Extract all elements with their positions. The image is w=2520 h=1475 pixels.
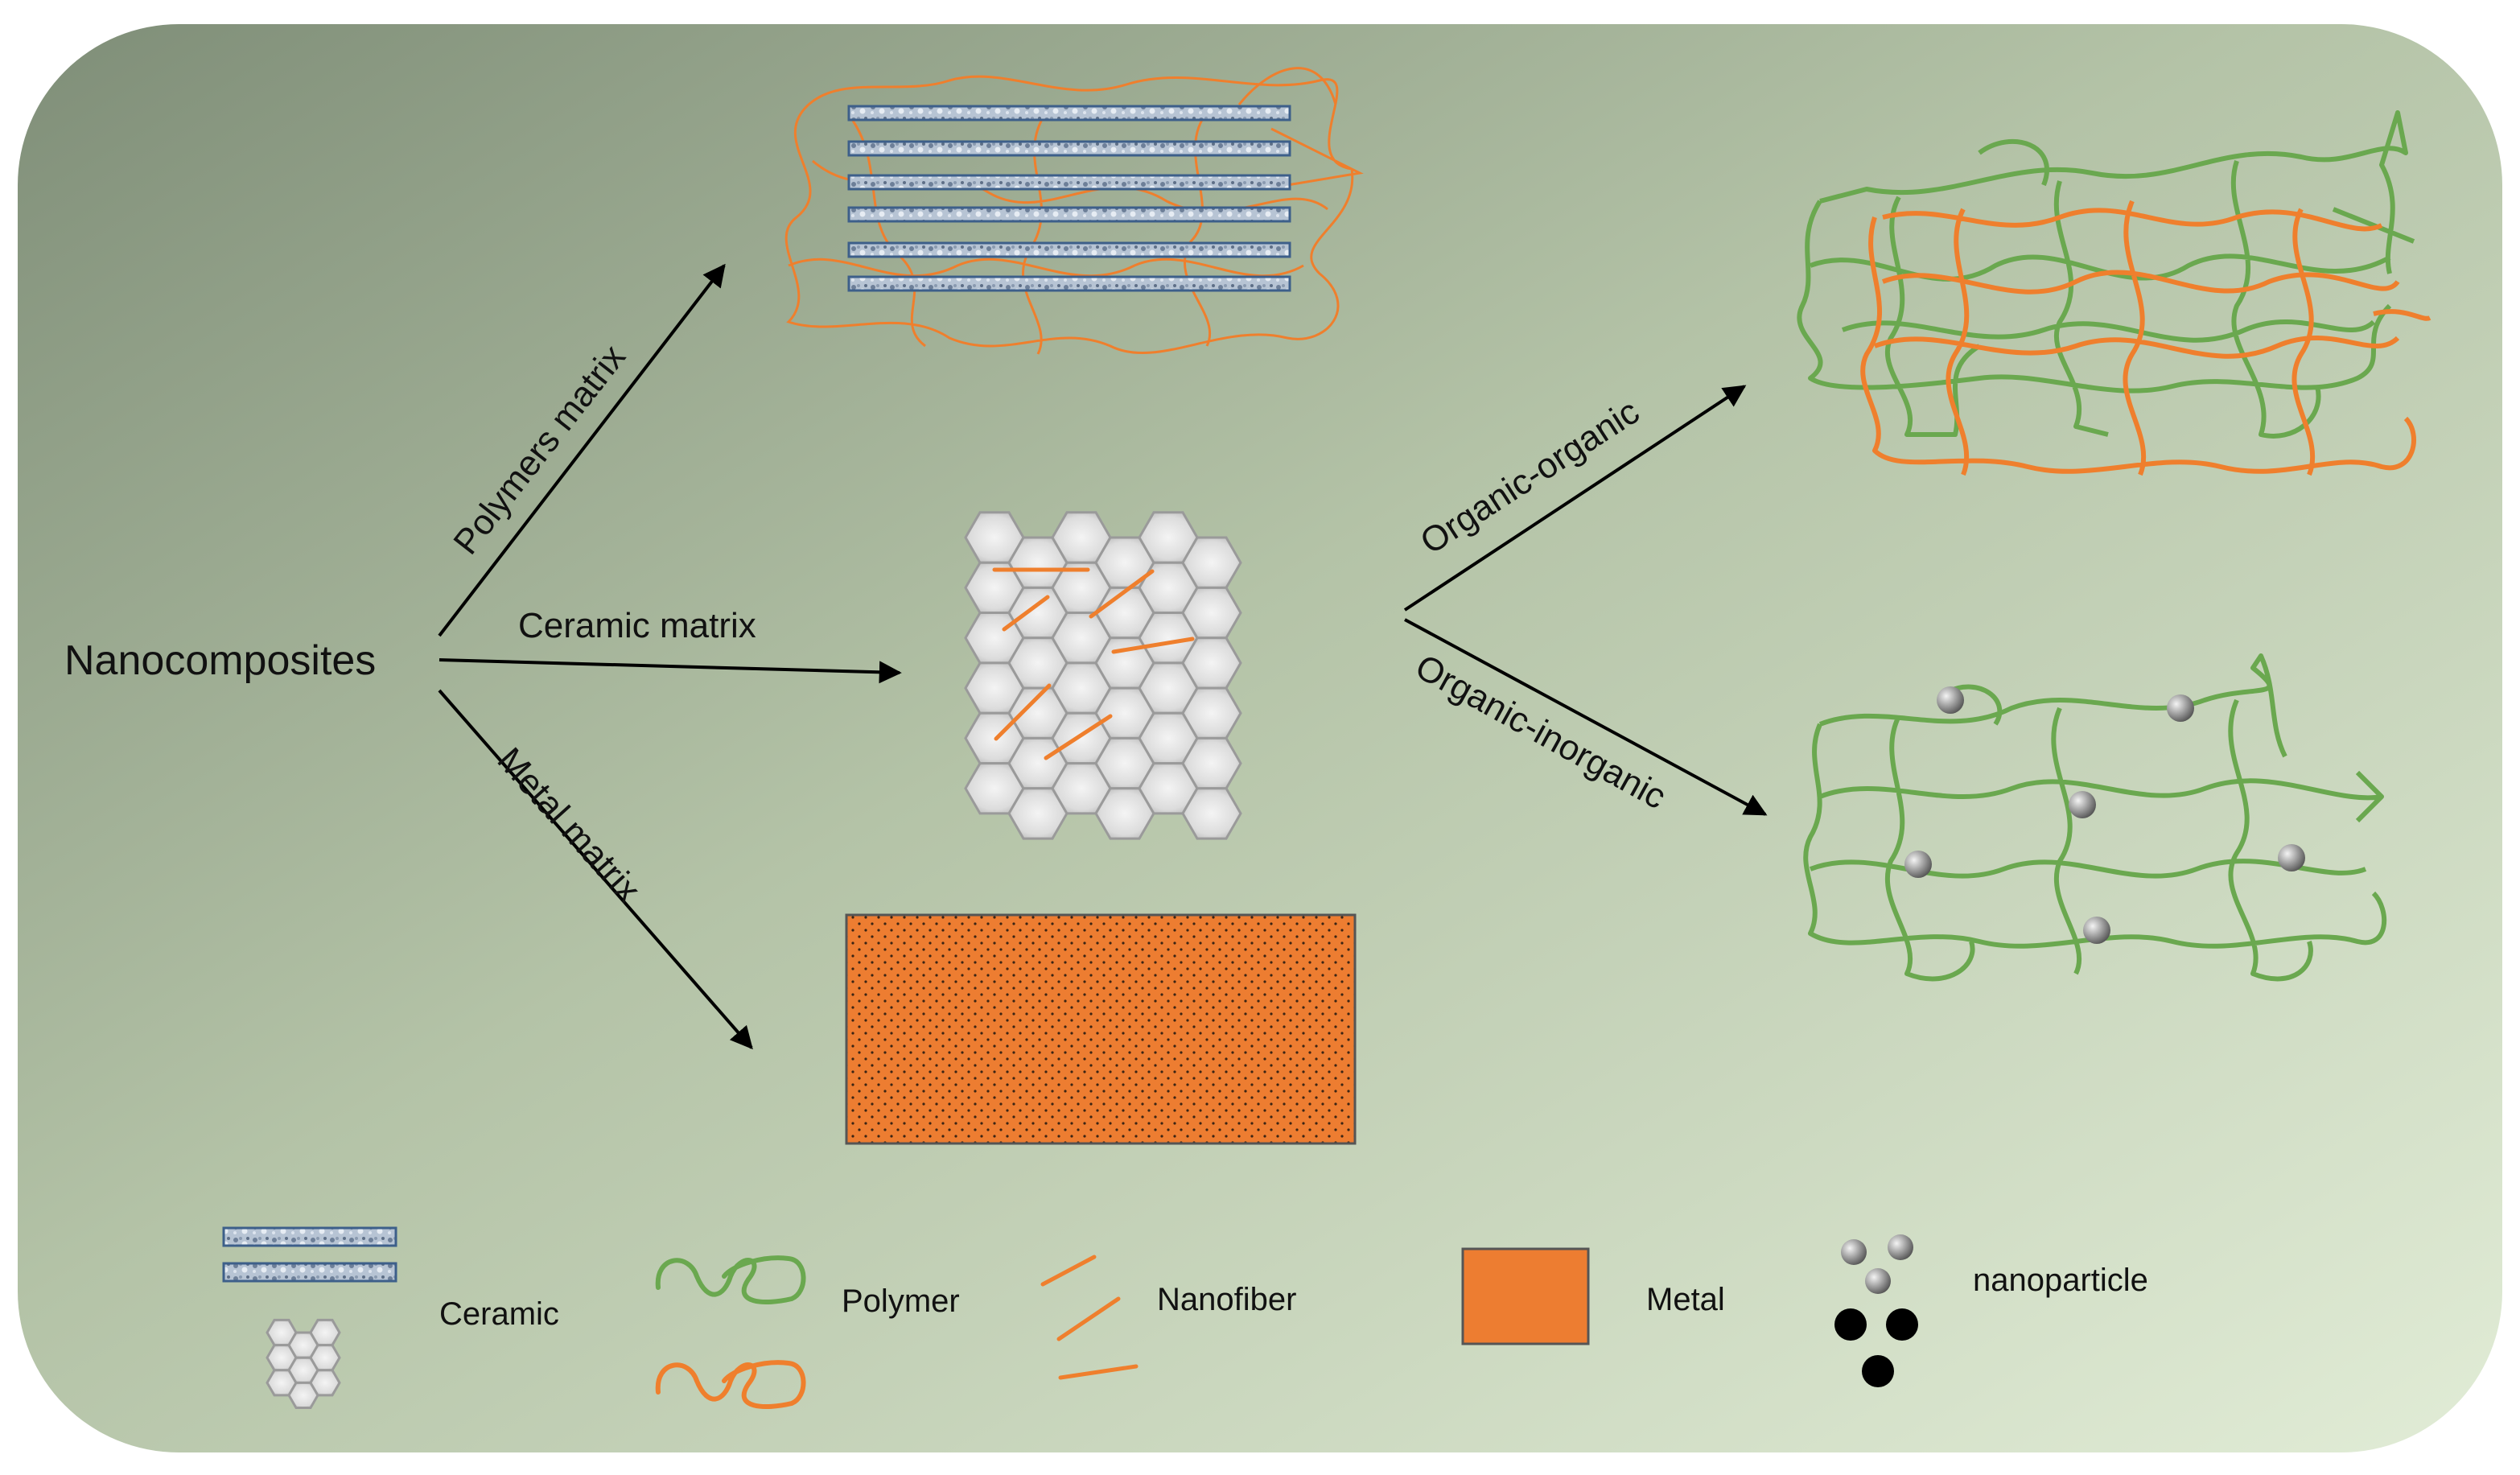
legend-nanoparticle-gray-3	[1865, 1268, 1891, 1294]
nanofibers	[992, 567, 1195, 760]
ceramic-layer-3	[847, 174, 1291, 191]
legend-polymer-orange	[655, 1360, 806, 1409]
legend-ceramic-label: Ceramic	[439, 1296, 559, 1332]
nanofiber-6	[1044, 714, 1113, 760]
arrow-organic-inorganic	[1404, 618, 1768, 816]
arrows	[438, 263, 1768, 1050]
polymer-matrix-illustration	[784, 67, 1364, 355]
legend-ceramic-layer-1	[222, 1226, 397, 1247]
legend-nanofiber-1	[1040, 1255, 1097, 1287]
legend-nanoparticle-gray-2	[1888, 1234, 1913, 1260]
legend-nanoparticle-black-1	[1834, 1308, 1867, 1341]
background-panel	[18, 24, 2502, 1452]
ceramic-layer-6	[847, 275, 1291, 292]
orange-polymer-network	[1860, 200, 2431, 476]
nanoparticle-4	[1904, 851, 1932, 878]
organic-organic-illustration	[1797, 110, 2431, 476]
metal-matrix-block	[845, 913, 1357, 1145]
nanofiber-3	[1002, 595, 1050, 632]
legend-metal-label: Metal	[1646, 1282, 1725, 1317]
root-label: Nanocomposites	[64, 637, 376, 684]
ceramic-layer-2	[847, 140, 1291, 157]
legend: Ceramic Polymer Nanofiber Metal nanopart…	[222, 1226, 2148, 1409]
legend-nanoparticle-label: nanoparticle	[1973, 1263, 2148, 1298]
legend-metal-symbol	[1461, 1247, 1590, 1345]
arrow-organic-organic	[1403, 385, 1747, 612]
legend-ceramic-symbol	[222, 1226, 397, 1409]
legend-polymer-green	[655, 1255, 806, 1304]
arrow-metal-matrix	[438, 689, 753, 1050]
legend-nanofiber-symbol	[1040, 1255, 1139, 1380]
ceramic-matrix-illustration	[964, 511, 1242, 840]
nanoparticle-3	[2069, 791, 2096, 818]
nanofiber-4	[1111, 637, 1195, 654]
arrow-ceramic-matrix	[439, 658, 902, 684]
legend-polymer-symbol	[655, 1255, 806, 1409]
ceramic-layer-4	[847, 206, 1291, 223]
honeycomb-grid	[964, 511, 1242, 840]
legend-nanoparticle-black-3	[1862, 1355, 1894, 1387]
nanoparticle-2	[2167, 694, 2194, 722]
nanoparticles	[1904, 686, 2305, 944]
legend-nanoparticle-symbol	[1834, 1234, 1918, 1387]
nanoparticle-5	[2278, 844, 2305, 871]
legend-nanoparticle-gray-1	[1841, 1239, 1867, 1265]
legend-nanofiber-2	[1056, 1296, 1121, 1341]
legend-honeycomb	[266, 1318, 341, 1409]
ceramic-layer-5	[847, 241, 1291, 258]
ceramic-layer-1	[847, 105, 1291, 122]
nanofiber-5	[994, 683, 1052, 741]
ceramic-layers	[847, 105, 1291, 292]
nanoparticle-6	[2083, 917, 2110, 944]
organic-inorganic-illustration	[1803, 653, 2386, 982]
legend-nanofiber-3	[1058, 1364, 1139, 1380]
ceramic-matrix-label: Ceramic matrix	[518, 606, 756, 645]
honeycomb-cell	[1181, 787, 1242, 840]
legend-ceramic-layer-2	[222, 1262, 397, 1283]
legend-honeycomb-cell	[309, 1344, 341, 1372]
legend-honeycomb-cell	[309, 1369, 341, 1397]
nanoparticle-1	[1937, 686, 1964, 714]
arrow-polymers-matrix	[438, 263, 726, 637]
legend-nanofiber-label: Nanofiber	[1157, 1282, 1296, 1317]
legend-polymer-label: Polymer	[842, 1283, 960, 1319]
nanofiber-2	[1089, 569, 1155, 619]
legend-honeycomb-cell	[309, 1318, 341, 1347]
legend-nanoparticle-black-2	[1886, 1308, 1918, 1341]
